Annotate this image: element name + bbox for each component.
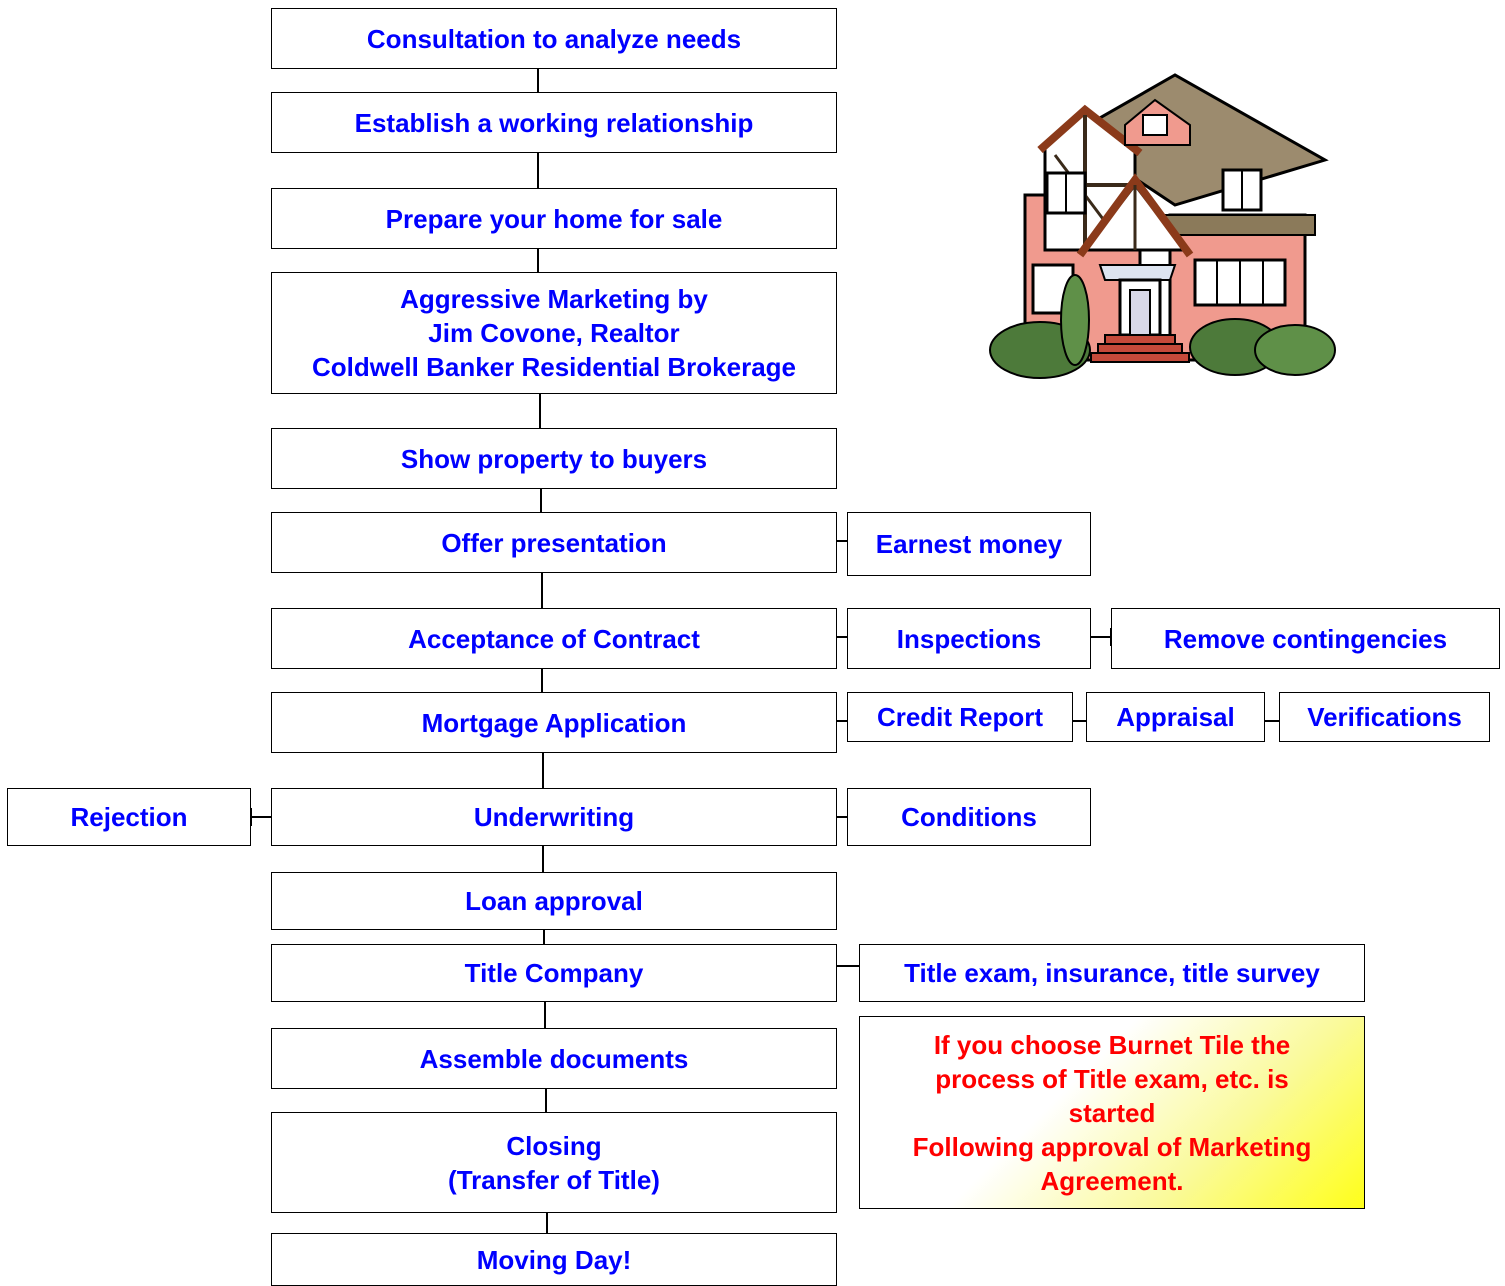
- side-conditions: Conditions: [847, 788, 1091, 846]
- step-prepare: Prepare your home for sale: [271, 188, 837, 249]
- step-relationship: Establish a working relationship: [271, 92, 837, 153]
- step-closing: Closing (Transfer of Title): [271, 1112, 837, 1213]
- side-inspections: Inspections: [847, 608, 1091, 669]
- step-moving-day: Moving Day!: [271, 1233, 837, 1286]
- step-assemble: Assemble documents: [271, 1028, 837, 1089]
- step-offer: Offer presentation: [271, 512, 837, 573]
- step-underwriting: Underwriting: [271, 788, 837, 846]
- side-remove-contingencies: Remove contingencies: [1111, 608, 1500, 669]
- side-rejection: Rejection: [7, 788, 251, 846]
- step-loan-approval: Loan approval: [271, 872, 837, 930]
- burnet-title-note: If you choose Burnet Tile the process of…: [859, 1016, 1365, 1209]
- step-consultation: Consultation to analyze needs: [271, 8, 837, 69]
- step-marketing: Aggressive Marketing by Jim Covone, Real…: [271, 272, 837, 394]
- side-appraisal: Appraisal: [1086, 692, 1265, 742]
- side-earnest-money: Earnest money: [847, 512, 1091, 576]
- step-acceptance: Acceptance of Contract: [271, 608, 837, 669]
- step-mortgage: Mortgage Application: [271, 692, 837, 753]
- step-show-property: Show property to buyers: [271, 428, 837, 489]
- house-icon: [989, 73, 1336, 379]
- side-title-exam: Title exam, insurance, title survey: [859, 944, 1365, 1002]
- step-title-company: Title Company: [271, 944, 837, 1002]
- side-verifications: Verifications: [1279, 692, 1490, 742]
- side-credit-report: Credit Report: [847, 692, 1073, 742]
